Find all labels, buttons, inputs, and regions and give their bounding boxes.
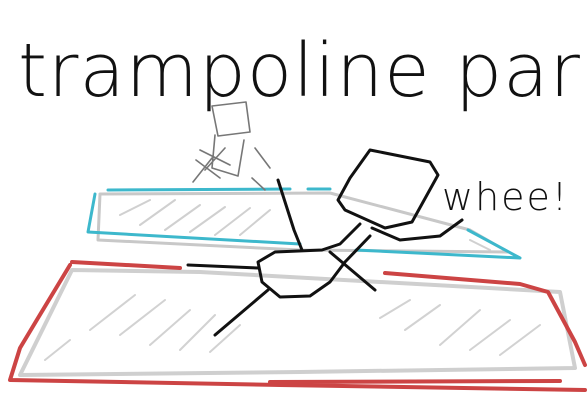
person-head [336, 148, 440, 230]
person-arms-legs [186, 178, 464, 337]
front-trampoline [8, 260, 587, 392]
back-trampoline [86, 187, 522, 260]
sketchy-person [192, 101, 271, 191]
back-trampoline-outline [86, 187, 522, 260]
person-body [256, 222, 372, 299]
front-trampoline-shading [44, 294, 541, 361]
front-trampoline-outline [8, 260, 587, 392]
title-handwriting: trampoline park! [18, 28, 588, 114]
jumping-person [186, 148, 464, 337]
sketchy-person-lines [192, 101, 271, 191]
speech-handwriting: whee! [442, 175, 569, 219]
back-trampoline-shading [119, 199, 491, 251]
front-trampoline-mat [18, 268, 577, 377]
